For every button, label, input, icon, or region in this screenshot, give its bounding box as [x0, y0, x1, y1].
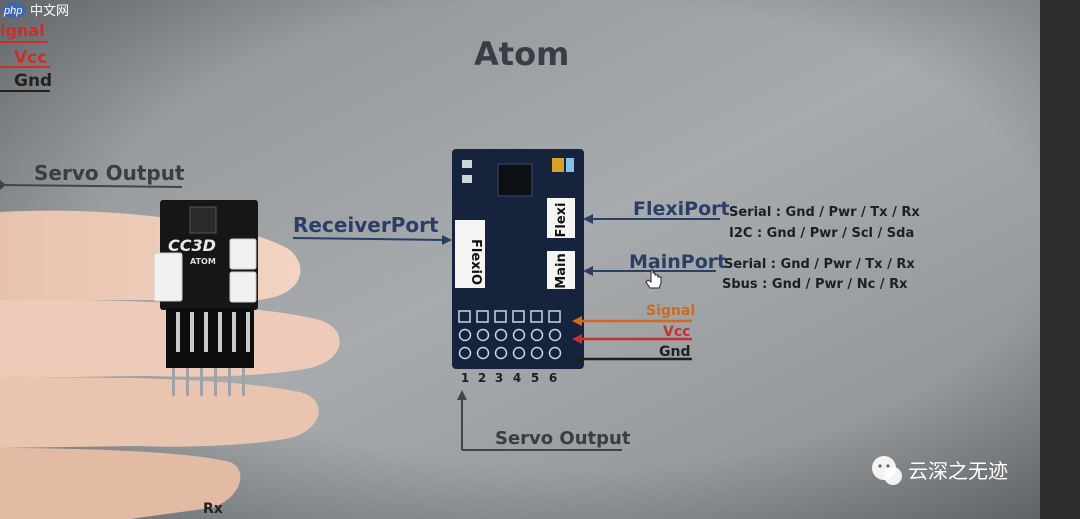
servo-output-bottom-label: Servo Output: [495, 428, 631, 449]
pin-number: 3: [495, 371, 503, 385]
watermark-top-text: 中文网: [30, 4, 69, 19]
pin-number: 5: [531, 371, 539, 385]
pin-number: 4: [513, 371, 521, 385]
hand-cursor-icon: [645, 269, 662, 289]
main-label: Main: [554, 253, 569, 288]
flexio-label: FlexiO: [468, 239, 483, 285]
mainport-serial: Serial : Gnd / Pwr / Tx / Rx: [724, 257, 915, 272]
watermark-bottom: 云深之无迹: [872, 456, 1008, 485]
cut-label-signal: ignal: [0, 21, 45, 40]
flexiport-label: FlexiPort: [633, 198, 730, 220]
flexi-label: Flexi: [554, 203, 569, 238]
monitor-bezel: [1040, 0, 1080, 519]
cut-label-vcc: Vcc: [14, 48, 47, 68]
flexio-box: [455, 220, 485, 288]
servo-output-left-label: Servo Output: [34, 161, 185, 185]
device-subtext: ATOM: [190, 257, 216, 266]
flexiport-serial: Serial : Gnd / Pwr / Tx / Rx: [729, 205, 920, 220]
main-box: [547, 251, 575, 289]
pin-number: 6: [549, 371, 557, 385]
pin-number: 1: [461, 371, 469, 385]
mainport-sbus: Sbus : Gnd / Pwr / Nc / Rx: [722, 277, 908, 292]
pin-numbers: 1 2 3 4 5 6: [461, 371, 557, 385]
flexi-box: [547, 198, 575, 238]
php-logo: php: [3, 5, 22, 17]
pin-signal-label: Signal: [646, 303, 695, 319]
atom-board-diagram: FlexiO Flexi Main: [452, 149, 584, 369]
pin-grid: [458, 310, 562, 360]
pin-gnd-label: Gnd: [659, 344, 690, 360]
bottom-cut-rx: Rx: [203, 501, 223, 517]
pin-vcc-label: Vcc: [663, 324, 690, 340]
mainport-label: MainPort: [629, 251, 726, 273]
cc3d-atom-device: CC3D ATOM: [153, 200, 258, 396]
watermark-bottom-text: 云深之无迹: [908, 459, 1008, 483]
receiver-port-label: ReceiverPort: [293, 213, 439, 237]
cut-label-gnd: Gnd: [14, 71, 52, 91]
device-silkscreen: CC3D: [168, 236, 216, 255]
pin-number: 2: [478, 371, 486, 385]
watermark-top: php 中文网: [2, 2, 69, 19]
flexiport-i2c: I2C : Gnd / Pwr / Scl / Sda: [729, 226, 914, 241]
diagram-title: Atom: [474, 35, 569, 73]
